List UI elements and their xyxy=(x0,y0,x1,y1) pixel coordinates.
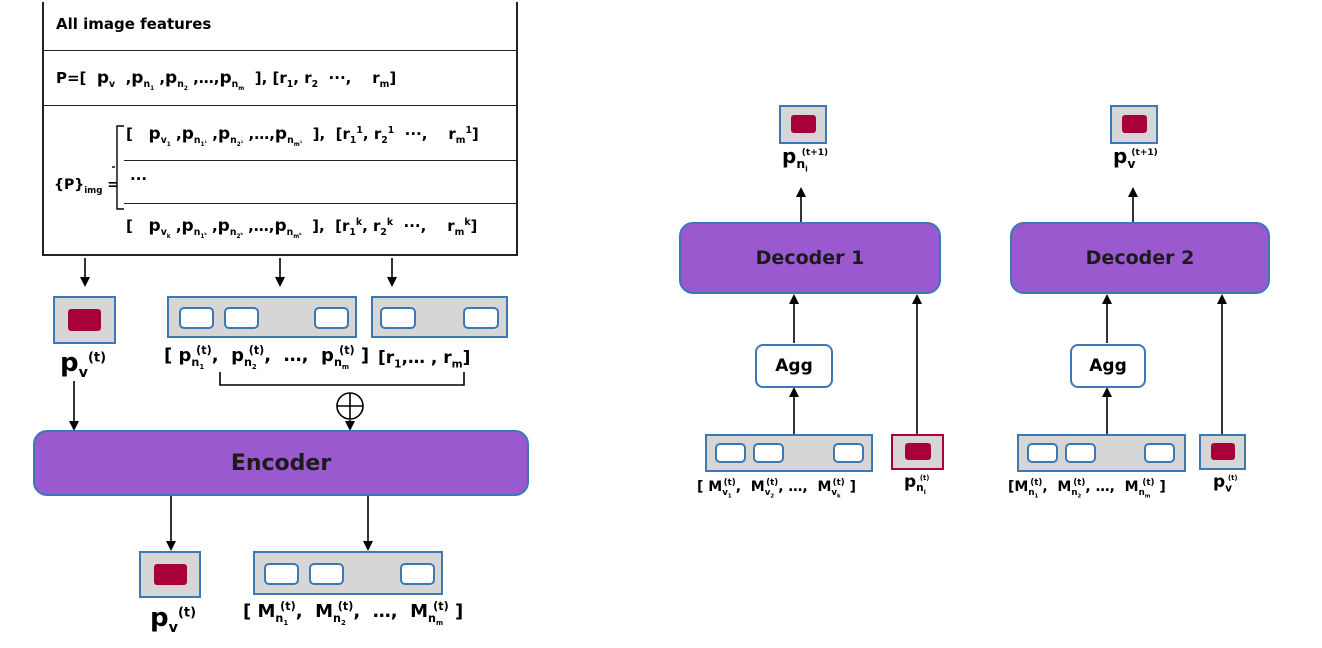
decoder2-pv-red-cell xyxy=(1211,443,1235,460)
row-divider xyxy=(124,203,518,204)
m-list-label: [ Mn1(t), Mn2(t), …, Mnm(t) ] xyxy=(243,600,464,627)
decoder1-label: Decoder 1 xyxy=(755,247,865,269)
pn-cell-1 xyxy=(179,307,214,329)
decoder2-output-label: pv(t+1) xyxy=(1113,144,1158,171)
pn-vector xyxy=(167,296,357,338)
r-vector xyxy=(371,296,508,338)
decoder2-output-red-cell xyxy=(1122,115,1147,133)
m-cell-m xyxy=(400,563,435,585)
decoder1-pn-input-vector xyxy=(891,434,944,470)
decoder1-pn-red-cell xyxy=(905,443,931,460)
m-cell-1 xyxy=(264,563,299,585)
decoder2-pv-input-vector xyxy=(1199,434,1246,470)
pv-output-red-cell xyxy=(154,564,187,585)
pn-cell-m xyxy=(314,307,349,329)
decoder1-output-vector xyxy=(779,105,827,144)
img-row-k: [ pvk ,pn1k ,pn2k ,…,pnmk ], [r1k, r2k ·… xyxy=(126,216,478,240)
oplus-symbol xyxy=(336,392,364,420)
decoder2-m-list-label: [Mn1(t), Mn2(t), …, Mnm(t) ] xyxy=(1008,478,1166,500)
pv-input-vector xyxy=(53,296,116,344)
img-set-label: {P}img = xyxy=(54,177,120,196)
m-vector xyxy=(253,551,443,595)
agg2-block: Agg xyxy=(1070,344,1146,388)
decoder1-output-label: pni(t+1) xyxy=(782,144,829,174)
agg2-label: Agg xyxy=(1089,356,1127,376)
decoder1-output-red-cell xyxy=(791,115,816,133)
decoder2-m-vector xyxy=(1017,434,1186,472)
all-image-features-box xyxy=(42,2,518,256)
decoder1-m-list-label: [ Mv1(t), Mv2(t), …, Mvk(t) ] xyxy=(697,478,856,500)
agg1-block: Agg xyxy=(755,344,833,388)
img-row-ellipsis: ··· xyxy=(130,170,148,188)
img-row-1: ][ pv1 ,pn11 ,pn21 ,…,pnm1 ], [r11, r21 … xyxy=(126,124,479,148)
encoder-label: Encoder xyxy=(230,450,332,476)
features-title: All image features xyxy=(56,15,212,33)
agg1-label: Agg xyxy=(775,356,813,376)
r-cell-1 xyxy=(380,307,416,329)
decoder2-block: Decoder 2 xyxy=(1010,222,1270,294)
pv-red-cell xyxy=(68,309,101,331)
bracket-to-oplus xyxy=(219,372,465,386)
decoder1-m-cell-2 xyxy=(753,443,784,463)
decoder1-m-cell-1 xyxy=(715,443,746,463)
decoder1-m-cell-k xyxy=(833,443,864,463)
decoder2-m-cell-2 xyxy=(1065,443,1096,463)
p-definition: P=[ pv ,pn1 ,pn2 ,…,pnm ], [r1, r2 ···, … xyxy=(56,68,397,92)
decoder1-pn-input-label: pni(t) xyxy=(904,472,930,497)
set-brace xyxy=(116,125,124,210)
pv-output-label: pv(t) xyxy=(150,603,197,637)
decoder1-block: Decoder 1 xyxy=(679,222,941,294)
decoder2-m-cell-m xyxy=(1144,443,1175,463)
decoder2-pv-input-label: pv(t) xyxy=(1213,472,1238,495)
decoder2-label: Decoder 2 xyxy=(1085,247,1195,269)
encoder-block: Encoder xyxy=(33,430,529,496)
decoder2-m-cell-1 xyxy=(1027,443,1058,463)
r-list-label: [r1,… , rm] xyxy=(378,348,471,371)
r-cell-m xyxy=(463,307,499,329)
decoder1-m-vector xyxy=(705,434,873,472)
decoder2-output-vector xyxy=(1110,105,1158,144)
row-divider xyxy=(42,50,518,51)
pv-input-label: pv(t) xyxy=(60,348,107,382)
pn-cell-2 xyxy=(224,307,259,329)
pn-list-label: [ pn1(t), pn2(t), …, pnm(t) ] xyxy=(164,344,370,371)
pv-output-vector xyxy=(139,551,201,598)
row-divider xyxy=(42,105,518,106)
row-divider xyxy=(124,160,518,161)
m-cell-2 xyxy=(309,563,344,585)
